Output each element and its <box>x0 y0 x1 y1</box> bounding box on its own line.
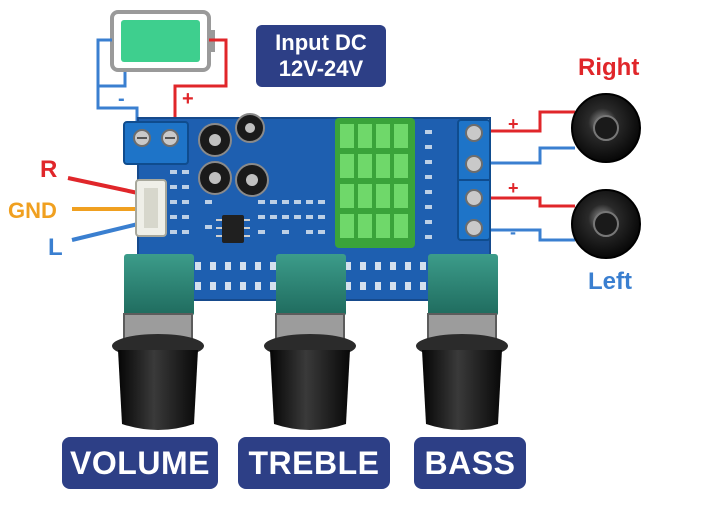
heatsink <box>335 118 415 248</box>
battery-icon <box>110 10 215 72</box>
right-minus-label: - <box>510 152 516 172</box>
capacitors <box>198 113 269 197</box>
power-plus-label: + <box>182 88 194 110</box>
input-dc-line1: Input DC <box>275 30 367 55</box>
volume-knob <box>112 313 204 430</box>
treble-knob <box>264 313 356 430</box>
bass-knob <box>416 313 508 430</box>
input-gnd-label: GND <box>8 198 57 223</box>
treble-label: TREBLE <box>238 437 390 489</box>
input-r-label: R <box>40 156 58 183</box>
input-dc-line2: 12V-24V <box>278 56 364 81</box>
left-speaker-label: Left <box>588 268 632 295</box>
speaker-wires <box>490 110 575 242</box>
left-speaker-icon <box>571 189 641 259</box>
speaker-terminals <box>457 119 491 241</box>
input-l-label: L <box>48 234 63 261</box>
bass-label: BASS <box>414 437 526 489</box>
right-speaker-label: Right <box>578 54 640 81</box>
volume-label: VOLUME <box>62 437 218 489</box>
input-wires <box>67 176 139 242</box>
power-terminal <box>123 121 189 165</box>
power-minus-label: - <box>118 88 125 110</box>
input-dc-label: Input DC 12V-24V <box>256 25 386 87</box>
right-speaker-icon <box>571 93 641 163</box>
left-plus-label: + <box>508 178 519 198</box>
ic-chip <box>216 215 250 243</box>
audio-input-connector <box>135 179 167 237</box>
right-plus-label: + <box>508 114 519 134</box>
left-minus-label: - <box>510 222 516 242</box>
potentiometer-bodies <box>124 254 498 316</box>
